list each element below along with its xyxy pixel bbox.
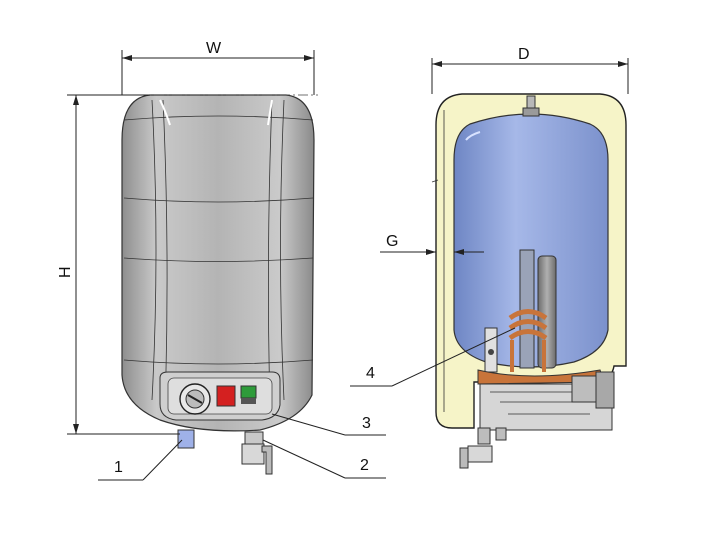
dimension-depth-label: D	[518, 46, 530, 63]
wall-thickness-label: G	[386, 233, 398, 250]
section-view: D G 4	[350, 46, 629, 469]
heater-body	[121, 94, 315, 432]
callout-4-label: 4	[366, 365, 375, 382]
inner-tank	[453, 113, 609, 368]
thermostat-red-lamp	[216, 385, 236, 407]
callout-1-label: 1	[114, 459, 123, 476]
control-panel	[159, 371, 281, 421]
copper-heating-element	[508, 309, 548, 372]
callout-2-label: 2	[360, 457, 369, 474]
dimension-height-label: H	[57, 266, 74, 278]
front-view: W H 1 2 3	[57, 40, 386, 481]
dimension-width-label: W	[206, 40, 222, 57]
callout-3-label: 3	[362, 415, 371, 432]
safety-valve	[241, 431, 273, 475]
power-switch-green[interactable]	[240, 385, 257, 399]
cold-water-inlet	[177, 429, 195, 449]
